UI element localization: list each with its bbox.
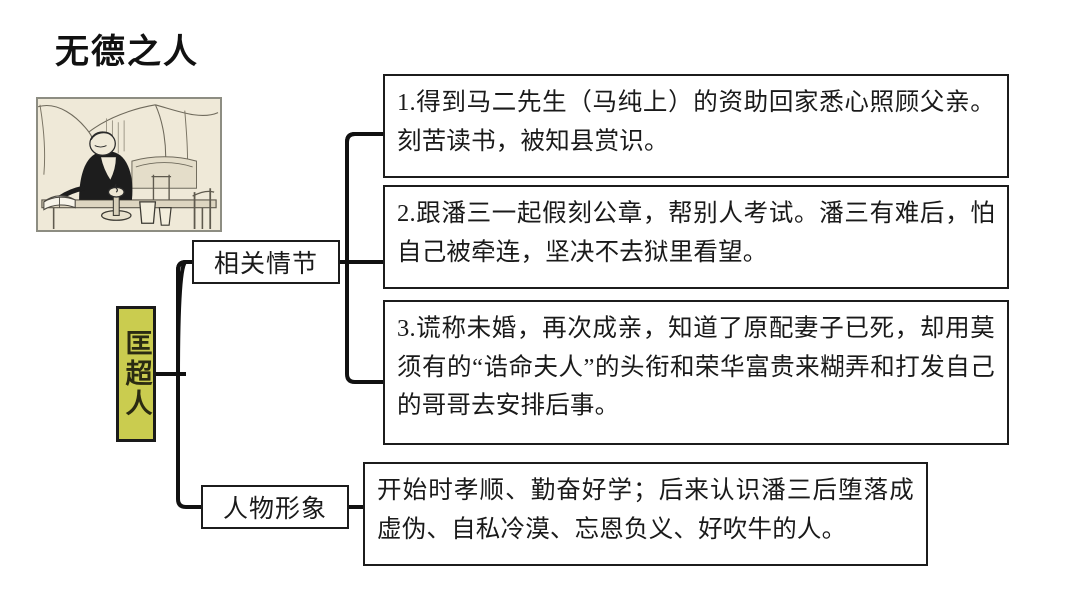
content-box-plot-2: 2.跟潘三一起假刻公章，帮别人考试。潘三有难后，怕自己被牵连，坚决不去狱里看望。 bbox=[383, 185, 1009, 289]
branch-node-related-plot[interactable]: 相关情节 bbox=[192, 240, 340, 284]
root-node-kuang-chaoren[interactable]: 匡超人 bbox=[116, 306, 156, 442]
scholar-illustration bbox=[36, 97, 222, 232]
content-box-plot-1: 1.得到马二先生（马纯上）的资助回家悉心照顾父亲。刻苦读书，被知县赏识。 bbox=[383, 74, 1009, 178]
branch-node-label: 相关情节 bbox=[213, 251, 318, 278]
illustration-artwork bbox=[38, 99, 220, 230]
content-box-character-description: 开始时孝顺、勤奋好学；后来认识潘三后堕落成虚伪、自私冷漠、忘恩负义、好吹牛的人。 bbox=[363, 462, 928, 566]
branch-node-character-image[interactable]: 人物形象 bbox=[201, 485, 349, 529]
branch-node-label: 人物形象 bbox=[222, 496, 327, 523]
root-node-label: 匡超人 bbox=[121, 329, 152, 419]
page-title: 无德之人 bbox=[55, 33, 199, 71]
content-box-plot-3: 3.谎称未婚，再次成亲，知道了原配妻子已死，却用莫须有的“诰命夫人”的头衔和荣华… bbox=[383, 300, 1009, 445]
